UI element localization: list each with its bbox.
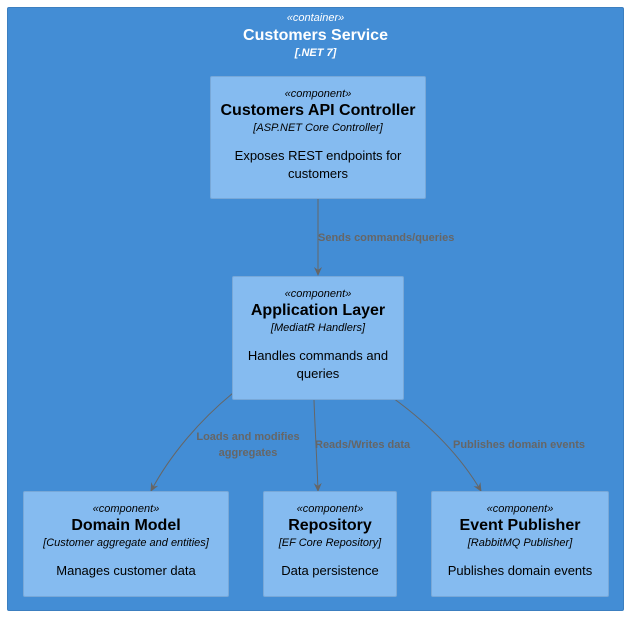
component-description: Publishes domain events xyxy=(447,563,593,578)
edge-label-loads-line2: aggregates xyxy=(218,447,278,459)
edge-loads-modifies xyxy=(150,392,234,492)
component-description: Data persistence xyxy=(281,563,379,578)
edge-label-loads-line1: Loads and modifies xyxy=(196,431,300,443)
domain-model[interactable]: «component» Domain Model [Customer aggre… xyxy=(23,491,229,597)
component-stereotype: «component» xyxy=(284,88,352,100)
component-name: Application Layer xyxy=(250,302,386,319)
edge-label-publishes: Publishes domain events xyxy=(453,439,586,451)
component-stereotype: «component» xyxy=(284,288,352,300)
component-name: Repository xyxy=(288,517,372,534)
component-description: Manages customer data xyxy=(56,563,196,578)
component-stereotype: «component» xyxy=(92,503,160,515)
component-technology: [MediatR Handlers] xyxy=(270,322,366,334)
component-name: Event Publisher xyxy=(459,517,581,534)
component-description: Exposes REST endpoints for customers xyxy=(234,148,402,181)
repository[interactable]: «component» Repository [EF Core Reposito… xyxy=(263,491,397,597)
component-technology: [RabbitMQ Publisher] xyxy=(467,537,573,549)
component-technology: [ASP.NET Core Controller] xyxy=(253,122,383,134)
customers-api-controller[interactable]: «component» Customers API Controller [AS… xyxy=(210,76,426,199)
edge-label-loads: Loads and modifies aggregates xyxy=(186,429,310,461)
component-stereotype: «component» xyxy=(296,503,364,515)
component-technology: [Customer aggregate and entities] xyxy=(43,537,209,549)
container-technology: [.NET 7] xyxy=(294,47,337,59)
component-stereotype: «component» xyxy=(486,503,554,515)
edge-reads-writes xyxy=(313,399,322,492)
edge-label-reads-writes: Reads/Writes data xyxy=(315,439,411,451)
component-name: Domain Model xyxy=(71,517,181,534)
event-publisher[interactable]: «component» Event Publisher [RabbitMQ Pu… xyxy=(431,491,609,597)
component-name: Customers API Controller xyxy=(220,102,416,119)
component-technology: [EF Core Repository] xyxy=(278,537,382,549)
edge-label-sends: Sends commands/queries xyxy=(318,232,455,244)
edge-publishes-events xyxy=(392,397,482,492)
application-layer[interactable]: «component» Application Layer [MediatR H… xyxy=(232,276,404,400)
container-stereotype: «container» xyxy=(286,12,345,24)
container-title: Customers Service xyxy=(243,27,388,44)
component-description: Handles commands and queries xyxy=(247,348,389,381)
